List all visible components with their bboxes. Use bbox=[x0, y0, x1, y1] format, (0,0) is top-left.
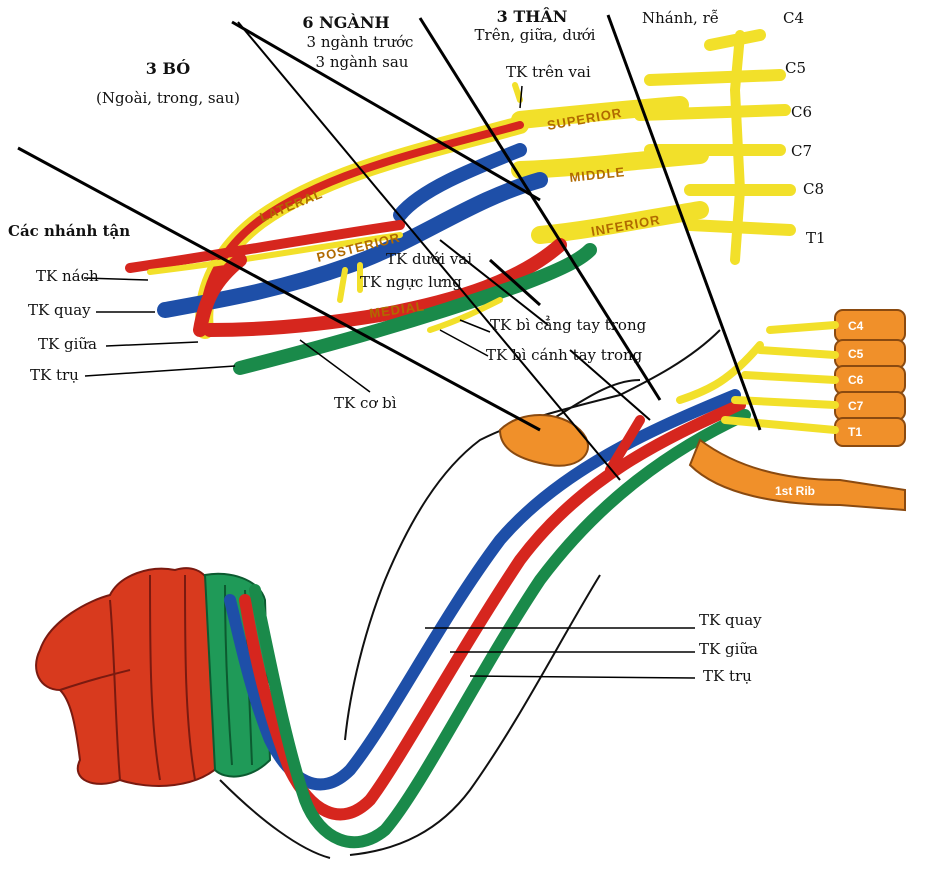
label-medial-brachial: TK bì cánh tay trong bbox=[486, 346, 643, 364]
axillary-branch bbox=[125, 220, 405, 273]
label-radial: TK quay bbox=[28, 301, 91, 319]
label-axillary: TK nách bbox=[36, 267, 99, 285]
superior-trunk bbox=[511, 96, 689, 129]
label-thoracodorsal: TK ngực lưng bbox=[360, 273, 462, 291]
divisions-line2: 3 ngành sau bbox=[315, 53, 409, 71]
hand bbox=[35, 567, 272, 787]
root-t1: T1 bbox=[806, 229, 826, 247]
trunk-word-middle: MIDDLE bbox=[569, 164, 626, 185]
vertebra-c7: C7 bbox=[848, 399, 864, 413]
posterior-cord bbox=[157, 172, 548, 318]
arm-red-nerve bbox=[239, 399, 746, 821]
cords-subtitle: (Ngoài, trong, sau) bbox=[95, 89, 241, 107]
root-c8: C8 bbox=[803, 180, 825, 198]
vertebra-c5: C5 bbox=[848, 347, 864, 361]
label-suprascapular: TK trên vai bbox=[506, 63, 591, 81]
label-median: TK giữa bbox=[38, 335, 97, 353]
root-c4: C4 bbox=[783, 9, 805, 27]
upper-plexus bbox=[125, 29, 796, 375]
terminal-branches-title: Các nhánh tận bbox=[8, 222, 131, 240]
divisions-title: 6 NGÀNH bbox=[302, 13, 390, 32]
medial-cord bbox=[203, 238, 567, 337]
vertebra-c4: C4 bbox=[848, 319, 864, 333]
ulnar-branch bbox=[233, 243, 597, 375]
lower-plexus-roots bbox=[676, 321, 839, 434]
divisions-line1: 3 ngành trước bbox=[306, 33, 414, 51]
roots-title: Nhánh, rễ bbox=[642, 9, 719, 27]
arm-green-nerve bbox=[249, 409, 751, 849]
label-ulnar: TK trụ bbox=[30, 366, 79, 384]
median-root bbox=[193, 253, 247, 337]
root-c7: C7 bbox=[791, 142, 813, 160]
trunks-title: 3 THÂN bbox=[496, 7, 568, 26]
root-c6: C6 bbox=[791, 103, 813, 121]
arm-label-median: TK giữa bbox=[699, 640, 758, 658]
middle-trunk bbox=[511, 146, 709, 179]
arm-label-ulnar: TK trụ bbox=[703, 667, 752, 685]
spine: C4 C5 C6 C7 T1 1st Rib bbox=[498, 309, 906, 512]
arm-nerves bbox=[224, 389, 751, 849]
arm-blue-nerve bbox=[224, 389, 741, 791]
cords-title: 3 BÓ bbox=[145, 59, 191, 78]
first-rib-label: 1st Rib bbox=[775, 484, 815, 498]
vertebra-c6: C6 bbox=[848, 373, 864, 387]
vertebra-t1: T1 bbox=[848, 425, 862, 439]
trunks-subtitle: Trên, giữa, dưới bbox=[474, 26, 596, 44]
label-subscapular: TK dưới vai bbox=[386, 250, 473, 268]
root-c5: C5 bbox=[785, 59, 807, 77]
label-musculocutaneous: TK cơ bì bbox=[334, 394, 397, 412]
arm-label-radial: TK quay bbox=[699, 611, 762, 629]
label-medial-antebrachial: TK bì cẳng tay trong bbox=[490, 316, 647, 334]
leader-lines bbox=[17, 14, 762, 679]
